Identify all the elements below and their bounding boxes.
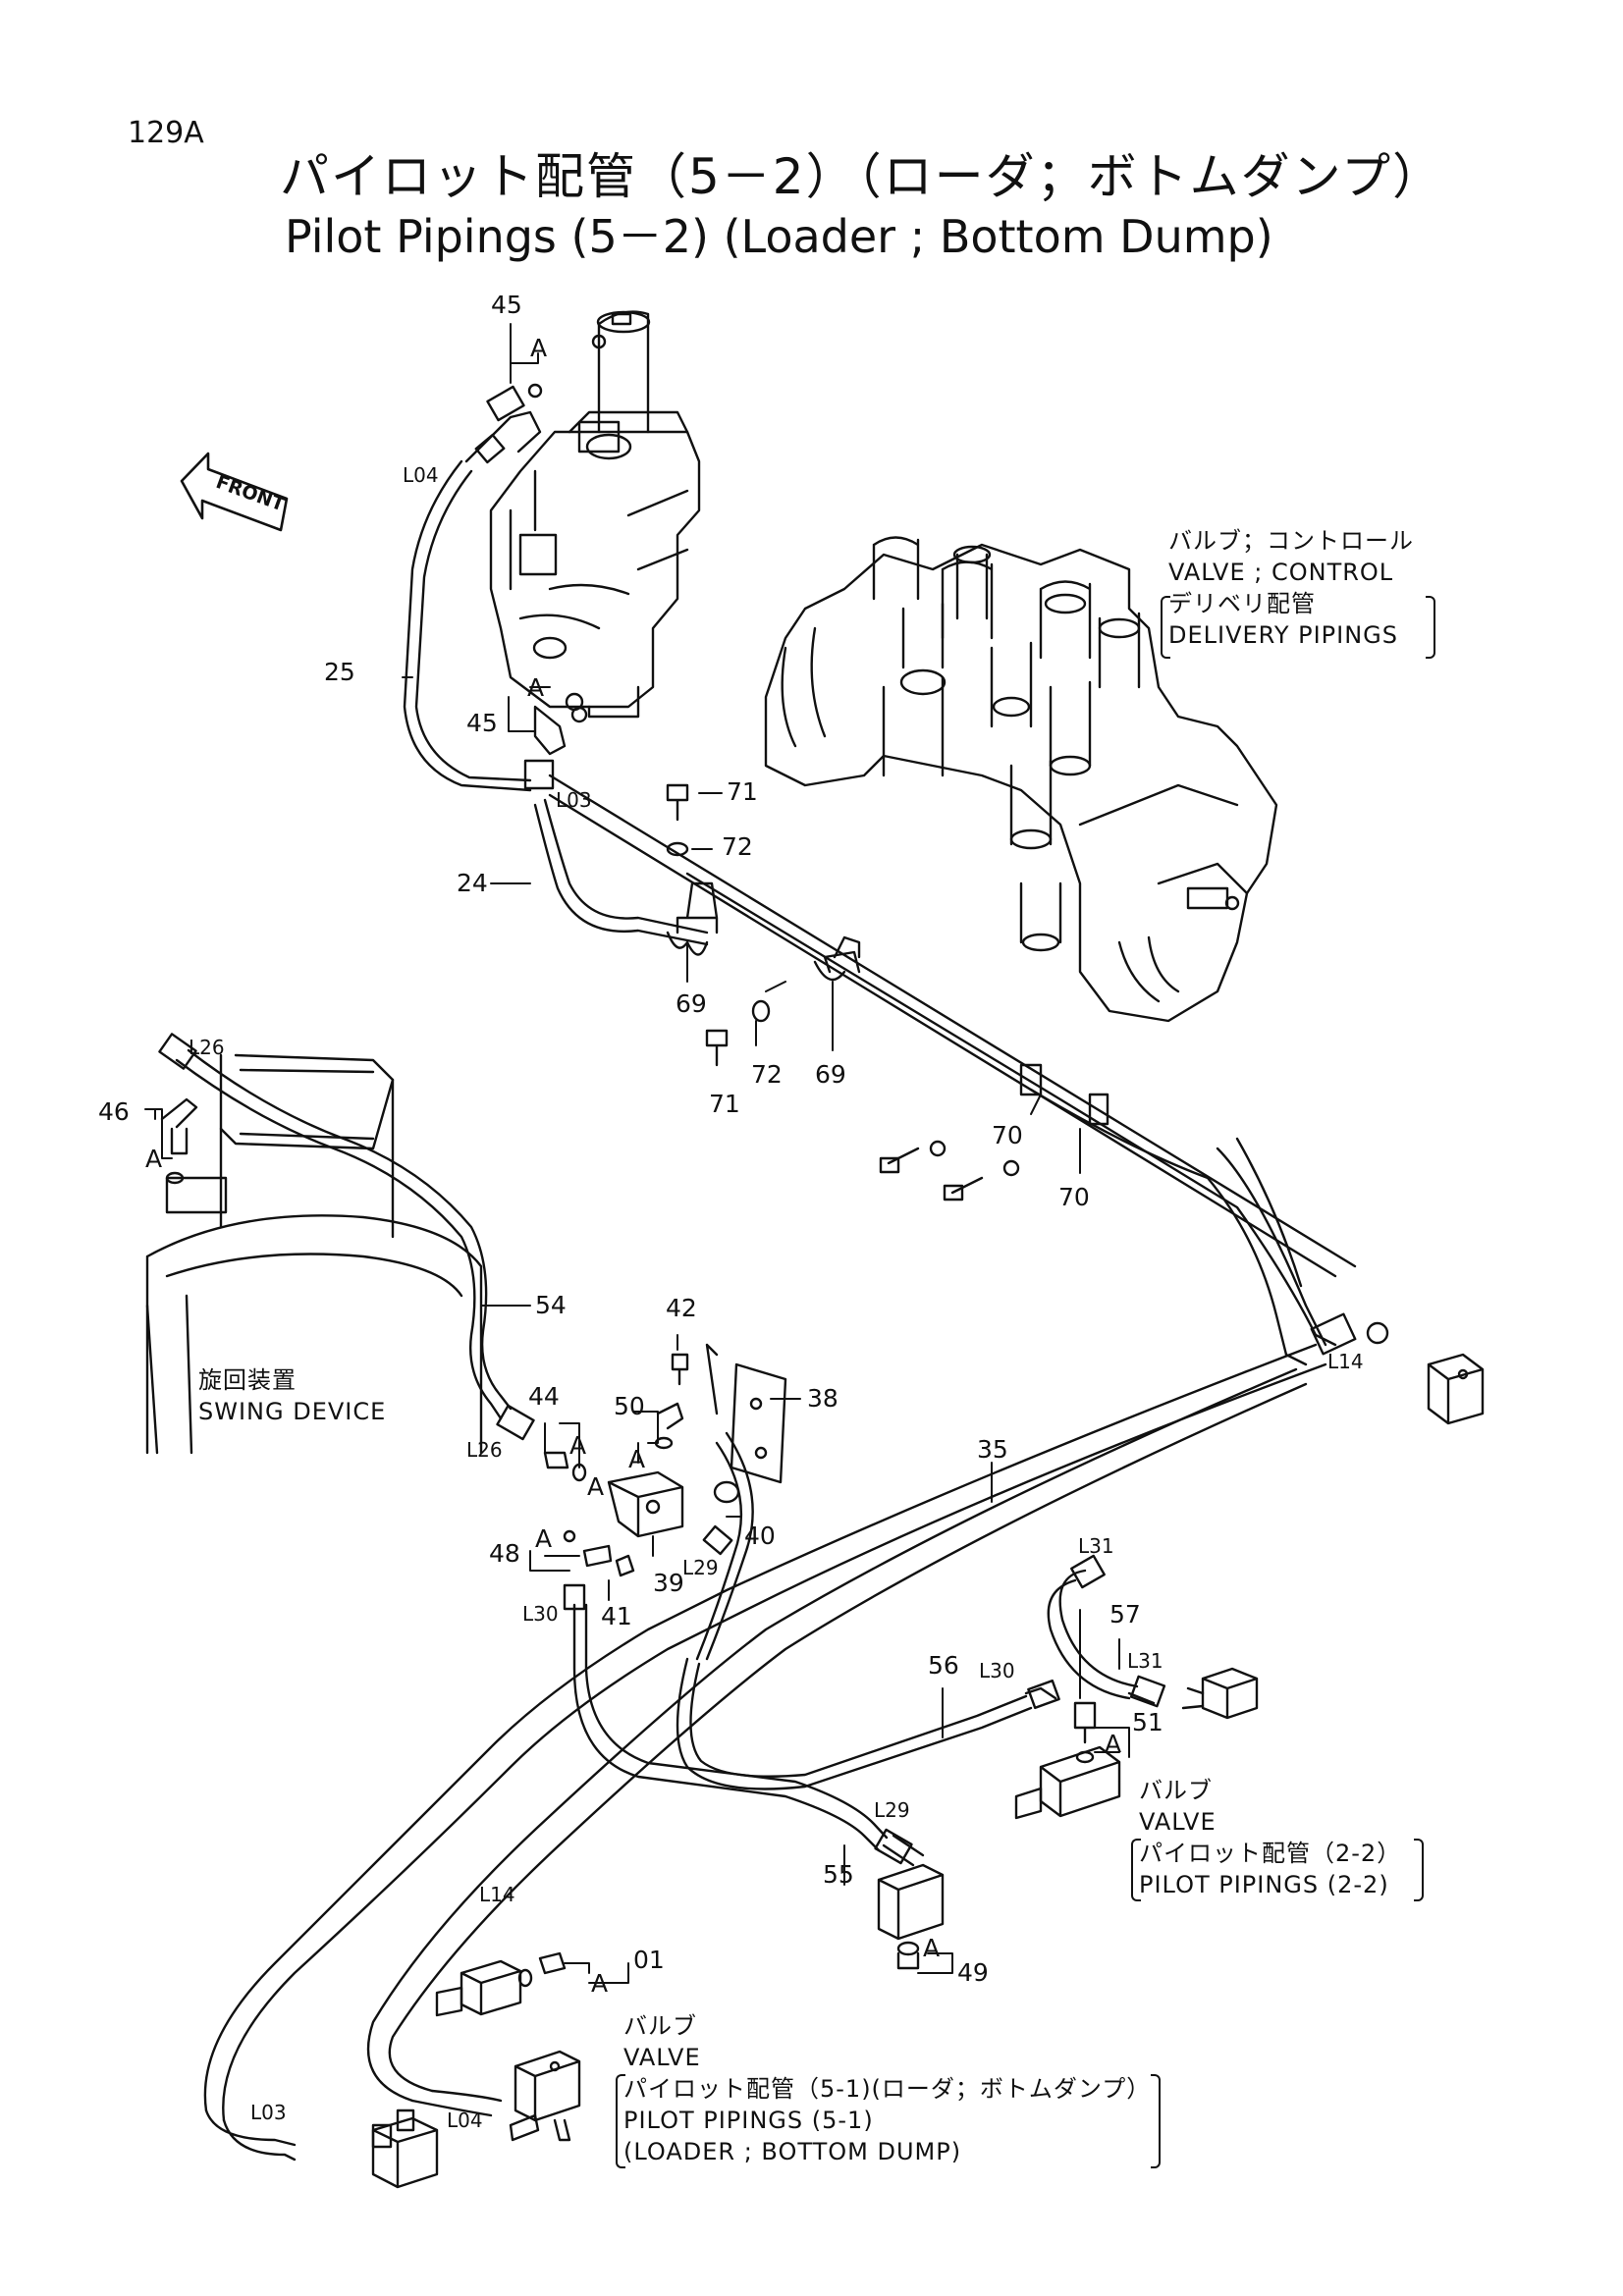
title-japanese: パイロット配管（5－2）（ローダ；ボトムダンプ） xyxy=(280,148,1444,205)
note-line: VALVE ; CONTROL xyxy=(1168,559,1394,586)
pipe-35 xyxy=(203,1343,1327,2162)
detail-marker: A xyxy=(535,1524,553,1553)
pipe-24-trunk xyxy=(533,774,1389,1366)
bracket-right xyxy=(1414,1839,1424,1901)
note-line: パイロット配管（5-1)(ローダ；ボトムダンプ） xyxy=(623,2075,1152,2103)
part-label: 49 xyxy=(957,1958,989,1987)
part-label: 25 xyxy=(324,658,355,686)
part-label: 39 xyxy=(653,1569,684,1597)
note-line: バルブ xyxy=(1139,1777,1213,1804)
part-label: 71 xyxy=(709,1090,740,1118)
part-label: 71 xyxy=(727,777,758,806)
bracket-left xyxy=(616,2074,625,2168)
line-code: L14 xyxy=(1327,1350,1364,1373)
part-label: 69 xyxy=(815,1060,846,1089)
note-line: バルブ；コントロール xyxy=(1168,527,1414,555)
note-line: 旋回装置 xyxy=(198,1366,297,1394)
front-arrow-icon: FRONT xyxy=(180,452,289,532)
part-label: 69 xyxy=(676,989,707,1018)
pipe-55-56 xyxy=(563,1431,1060,1867)
line-code: L31 xyxy=(1127,1649,1163,1673)
pipe-54 xyxy=(158,1033,535,1441)
part-label: 48 xyxy=(489,1539,520,1568)
pipe-25 xyxy=(403,410,542,792)
line-code: L04 xyxy=(447,2109,483,2132)
detail-marker: A xyxy=(923,1934,941,1962)
note-valve-pilot-2-2: バルブ VALVE パイロット配管（2-2） PILOT PIPINGS (2-… xyxy=(1139,1775,1401,1900)
line-code: L29 xyxy=(874,1798,910,1822)
bracket-left xyxy=(1161,596,1170,659)
line-code: L04 xyxy=(403,463,439,487)
part-label: 57 xyxy=(1109,1600,1141,1629)
leader-lines xyxy=(144,323,1130,1984)
part-label: 72 xyxy=(722,832,753,861)
detail-marker: A xyxy=(628,1445,646,1473)
part-label: 38 xyxy=(807,1384,839,1413)
part-label: 45 xyxy=(466,709,498,737)
part-label: 70 xyxy=(992,1121,1023,1149)
part-label: 56 xyxy=(928,1651,959,1680)
detail-marker: A xyxy=(527,673,545,702)
line-code: L31 xyxy=(1078,1534,1114,1558)
note-control-valve: バルブ；コントロール VALVE ; CONTROL デリベリ配管 DELIVE… xyxy=(1168,525,1414,651)
part-label: 70 xyxy=(1058,1183,1090,1211)
page-number: 129A xyxy=(128,116,204,150)
note-line: PILOT PIPINGS (5-1) xyxy=(623,2107,874,2134)
part-label: 24 xyxy=(457,869,488,897)
part-label: 01 xyxy=(633,1946,665,1974)
line-code: L26 xyxy=(189,1036,225,1059)
note-line: (LOADER ; BOTTOM DUMP) xyxy=(623,2138,962,2165)
note-line: PILOT PIPINGS (2-2) xyxy=(1139,1871,1389,1898)
part-label: 46 xyxy=(98,1097,130,1126)
line-code: L30 xyxy=(979,1659,1015,1682)
part-label: 41 xyxy=(601,1602,632,1630)
control-valve-block xyxy=(764,536,1278,1023)
line-code: L03 xyxy=(556,788,592,812)
note-line: デリベリ配管 xyxy=(1168,590,1316,617)
detail-marker: A xyxy=(587,1472,605,1501)
note-line: VALVE xyxy=(1139,1808,1217,1836)
part-label: 51 xyxy=(1132,1708,1163,1736)
part-label: 42 xyxy=(666,1294,697,1322)
note-line: SWING DEVICE xyxy=(198,1398,387,1425)
note-line: VALVE xyxy=(623,2044,701,2071)
line-code: L03 xyxy=(250,2101,287,2124)
note-line: パイロット配管（2-2） xyxy=(1139,1840,1402,1867)
detail-marker: A xyxy=(1105,1730,1122,1758)
part-label: 50 xyxy=(614,1392,645,1420)
title-english: Pilot Pipings (5－2) (Loader ; Bottom Dum… xyxy=(285,210,1273,263)
note-line: DELIVERY PIPINGS xyxy=(1168,621,1398,649)
note-swing-device: 旋回装置 SWING DEVICE xyxy=(198,1364,386,1427)
part-label: 35 xyxy=(977,1435,1008,1464)
note-line: バルブ xyxy=(623,2012,697,2040)
pilot-valve-block xyxy=(489,310,701,719)
detail-marker: A xyxy=(145,1145,163,1173)
line-code: L30 xyxy=(522,1602,559,1626)
bracket-right xyxy=(1151,2074,1161,2168)
detail-marker: A xyxy=(530,334,548,362)
part-label: 40 xyxy=(744,1522,776,1550)
pipe-57 xyxy=(1047,1554,1166,1708)
line-code: L14 xyxy=(479,1883,515,1906)
part-label: 54 xyxy=(535,1291,567,1319)
part-label: 45 xyxy=(491,291,522,319)
line-code: L26 xyxy=(466,1438,503,1462)
bracket-right xyxy=(1426,596,1435,659)
note-valve-pilot-5-1: バルブ VALVE パイロット配管（5-1)(ローダ；ボトムダンプ） PILOT… xyxy=(623,2010,1151,2167)
bracket-left xyxy=(1131,1839,1141,1901)
part-label: 55 xyxy=(823,1860,854,1889)
detail-marker: A xyxy=(591,1969,609,1998)
detail-marker: A xyxy=(569,1431,587,1460)
part-label: 72 xyxy=(751,1060,783,1089)
valve-block-cubes xyxy=(371,1353,1485,2189)
fittings-group xyxy=(160,383,1109,1988)
line-code: L29 xyxy=(682,1556,719,1579)
part-label: 44 xyxy=(528,1382,560,1411)
